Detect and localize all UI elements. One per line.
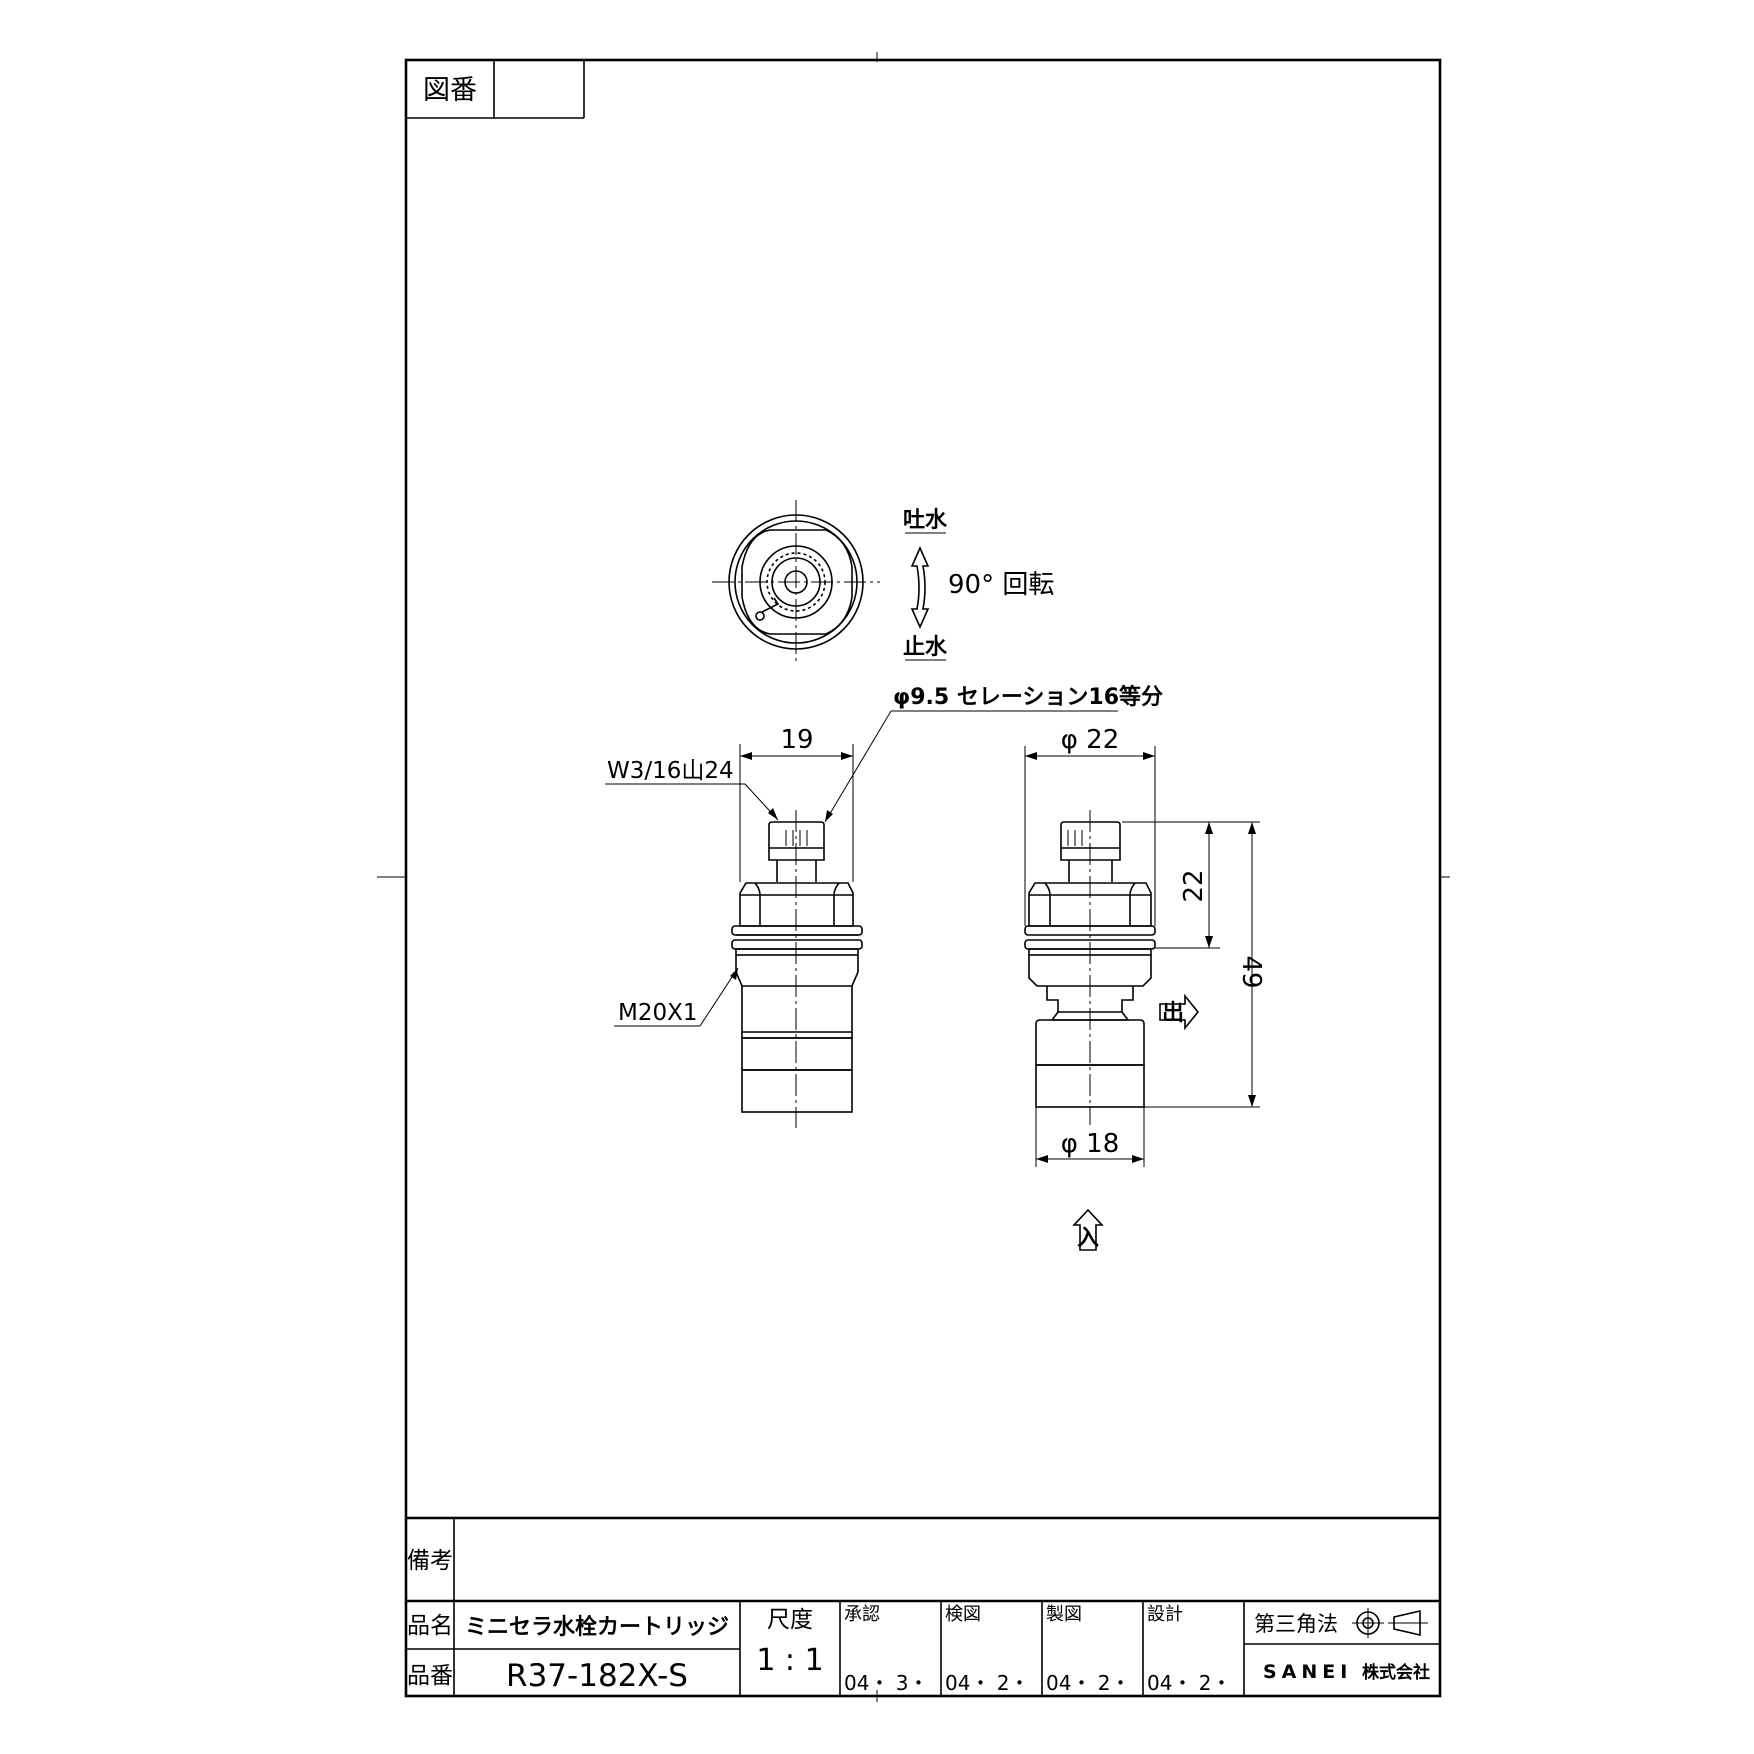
stem-height-dim: 22 (1179, 869, 1209, 902)
registration-marks (377, 52, 1450, 1702)
outlet-arrow-icon (1159, 993, 1200, 1031)
company-name: SANEI (1263, 1661, 1352, 1683)
scale-label: 尺度 (767, 1607, 813, 1633)
check-label: 検図 (945, 1604, 981, 1625)
front-view (731, 810, 863, 1128)
design-label: 設計 (1147, 1604, 1183, 1625)
width-dim-19: 19 (780, 725, 813, 755)
drafting-date: 04・ 2・ (1046, 1671, 1131, 1695)
sheet-border (404, 58, 1442, 1698)
remarks-label: 備考 (407, 1548, 453, 1574)
drawing-number-box: 図番 (406, 60, 585, 119)
total-height-dim: 49 (1236, 955, 1266, 988)
inlet-label: 入 (1077, 1226, 1099, 1251)
thread-callout: W3/16山24 (607, 758, 734, 784)
drafting-label: 製図 (1046, 1604, 1082, 1625)
diameter-top-dim: φ 22 (1061, 725, 1120, 755)
drawing-number-label: 図番 (423, 75, 477, 106)
projection-label: 第三角法 (1254, 1612, 1338, 1636)
serration-callout: φ9.5 セレーション16等分 (893, 684, 1163, 710)
product-name: ミニセラ水栓カートリッジ (465, 1615, 729, 1640)
side-view-dimensions: φ 22 22 49 φ 18 出 入 (1024, 725, 1266, 1251)
product-number-label: 品番 (407, 1663, 453, 1689)
body-thread-callout: M20X1 (618, 1000, 698, 1026)
company-suffix: 株式会社 (1362, 1662, 1430, 1683)
rotation-label: 90° 回転 (948, 570, 1054, 600)
product-name-label: 品名 (407, 1613, 453, 1639)
product-number: R37-182X-S (506, 1658, 688, 1694)
rotate-arrow-icon (910, 546, 930, 629)
rotation-indicator: 吐水 90° 回転 止水 (903, 508, 1054, 661)
outlet-label: 出 (1162, 1001, 1184, 1026)
title-block: 備考 品名 ミニセラ水栓カートリッジ 品番 R37-182X-S 尺度 1 : … (406, 1516, 1440, 1696)
inlet-arrow-icon (1072, 1208, 1104, 1251)
diameter-bottom-dim: φ 18 (1061, 1129, 1120, 1159)
front-view-dimensions: 19 W3/16山24 φ9.5 セレーション16等分 M20X1 (605, 684, 1163, 1027)
third-angle-projection-icon (1352, 1608, 1428, 1638)
top-view (712, 500, 880, 665)
design-date: 04・ 2・ (1147, 1671, 1232, 1695)
side-view (1024, 810, 1156, 1125)
approval-label: 承認 (844, 1604, 880, 1625)
approval-date: 04・ 3・ (844, 1671, 929, 1695)
scale-value: 1 : 1 (756, 1643, 823, 1678)
check-date: 04・ 2・ (945, 1671, 1030, 1695)
spout-label: 吐水 (903, 508, 948, 533)
stop-label: 止水 (903, 635, 948, 660)
